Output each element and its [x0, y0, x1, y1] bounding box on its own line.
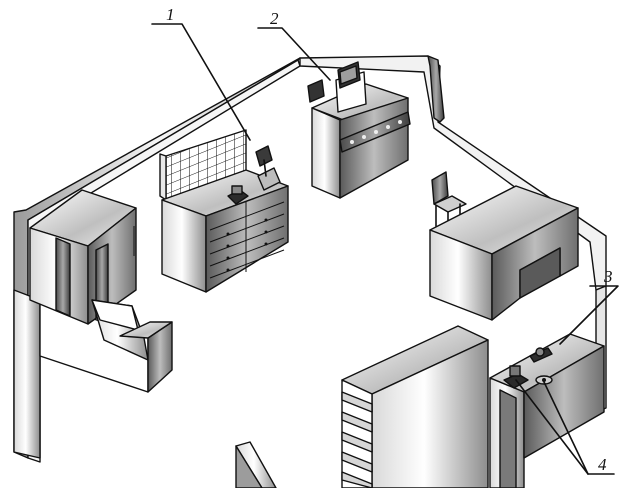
monitor-icon	[307, 61, 361, 103]
control-cabinet-2	[307, 61, 411, 199]
callout-labels: 1 2 3 4	[166, 5, 613, 474]
workbench-1	[159, 129, 289, 293]
wardrobe-cabinet	[29, 189, 137, 325]
desk	[429, 185, 579, 321]
callout-label-4: 4	[598, 455, 607, 474]
bench-tool-icon	[529, 347, 553, 363]
callout-leaders	[151, 23, 619, 475]
workbench-3	[489, 333, 605, 488]
storage-chest	[91, 299, 173, 393]
callout-label-2: 2	[270, 9, 279, 28]
callout-label-3: 3	[603, 267, 613, 286]
callout-label-1: 1	[166, 5, 175, 24]
bench-vise-icon	[227, 185, 249, 205]
bench-instrument-icon	[255, 145, 281, 191]
shelving-unit	[341, 325, 489, 488]
